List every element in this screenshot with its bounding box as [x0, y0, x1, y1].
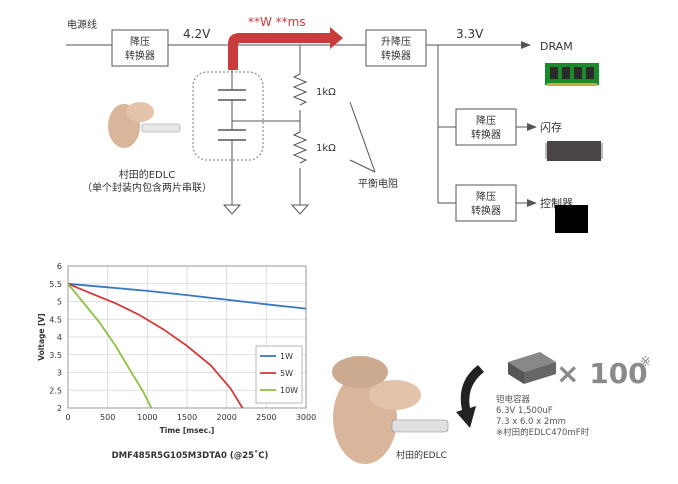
series-line-5W [67, 282, 244, 409]
flash-chip-icon [545, 141, 603, 161]
tantalum-capacitor-icon [508, 352, 556, 384]
curved-arrow [456, 365, 484, 428]
legend-label-1W: 1W [280, 352, 293, 361]
discharge-chart: 2 2.5 3 3.5 4 4.5 5 5.5 6 0 500 1000 1500 2000 2500 300… [37, 262, 316, 461]
buck-label-1: 降压 [130, 35, 150, 48]
balance-pointer-2 [349, 159, 376, 173]
legend-label-10W: 10W [280, 386, 298, 395]
multiplier-mark: ※ [640, 355, 651, 370]
output-voltage-label: 3.3V [456, 27, 484, 41]
x-tick-label: 500 [100, 413, 115, 422]
dram-label: DRAM [540, 40, 573, 53]
legend-label-5W: 5W [280, 369, 293, 378]
buck-label-2: 转换器 [125, 49, 155, 62]
buck-converter-box [111, 29, 169, 67]
power-line-label: 电源线 [67, 18, 97, 31]
hand-photo-2 [332, 356, 449, 464]
x-axis-label: Time [msec.] [160, 426, 215, 435]
flash-label: 闪存 [540, 120, 562, 134]
x-tick-label: 2000 [216, 413, 236, 422]
y-tick-label: 3.5 [49, 351, 62, 360]
cap-info-line-3: 7.3 x 6.0 x 2mm [496, 417, 566, 427]
buck-boost-converter-box [365, 29, 427, 67]
ground-symbol-1 [222, 204, 242, 215]
flash-buck-label-1: 降压 [476, 114, 496, 127]
series-line-10W [67, 283, 153, 409]
power-arrow-label: **W **ms [248, 15, 306, 29]
y-tick-label: 3 [57, 369, 62, 378]
y-tick-label: 2.5 [49, 386, 62, 395]
x-tick-label: 1500 [177, 413, 197, 422]
balance-pointer-1 [349, 101, 376, 173]
buckboost-label-1: 升降压 [381, 35, 411, 48]
plot-frame [67, 265, 307, 409]
y-tick-label: 2 [57, 404, 62, 413]
y-tick-label: 6 [57, 262, 62, 271]
edlc-hand-photo [108, 102, 181, 148]
edlc-package-outline [192, 71, 264, 161]
chart-title: DMF485R5G105M3DTA0 (@25˚C) [112, 450, 269, 461]
controller-chip-icon [555, 205, 588, 233]
balance-resistor-label: 平衡电阻 [358, 177, 398, 190]
y-tick-label: 5 [57, 298, 62, 307]
y-tick-label: 5.5 [49, 280, 62, 289]
cap-info-line-1: 钽电容器 [496, 394, 531, 405]
power-flow-arrow [228, 27, 343, 70]
resistor-bottom-label: 1kΩ [316, 143, 336, 154]
resistor-top [292, 73, 308, 106]
flash-buck-converter-box [455, 108, 517, 146]
ctrl-buck-label-1: 降压 [476, 190, 496, 203]
input-voltage-label: 4.2V [183, 27, 211, 41]
resistor-bottom [292, 131, 308, 164]
series-line-1W [67, 282, 307, 310]
y-tick-label: 4 [57, 333, 62, 342]
x-tick-label: 3000 [296, 413, 316, 422]
cap-info-line-4: ※村田的EDLC470mF时 [496, 427, 590, 438]
edlc-photo-caption: 村田的EDLC [396, 449, 447, 461]
y-tick-label: 4.5 [49, 315, 62, 324]
ctrl-buck-label-2: 转换器 [471, 204, 501, 217]
buckboost-label-2: 转换器 [381, 49, 411, 62]
ctrl-buck-converter-box [455, 184, 517, 222]
dram-module-icon [545, 63, 599, 86]
y-axis-label: Voltage [V] [37, 313, 46, 361]
x-tick-label: 0 [65, 413, 70, 422]
ground-symbol-2 [290, 204, 310, 215]
x-tick-label: 2500 [256, 413, 276, 422]
edlc-caption-2: （单个封装内包含两片串联） [82, 181, 212, 194]
resistor-top-label: 1kΩ [316, 87, 336, 98]
circuit-diagram [66, 29, 537, 222]
edlc-caption-1: 村田的EDLC [119, 168, 176, 181]
cap-info-line-2: 6.3V 1,500uF [496, 406, 553, 416]
multiplier-label: × 100 [556, 357, 648, 390]
flash-buck-label-2: 转换器 [471, 128, 501, 141]
x-tick-label: 1000 [137, 413, 157, 422]
